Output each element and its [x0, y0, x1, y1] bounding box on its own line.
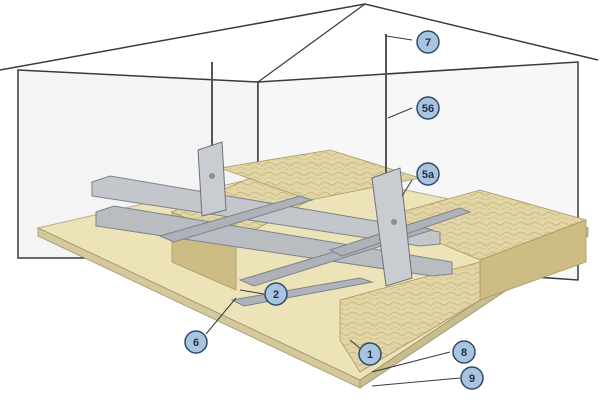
- callout-9: 9: [460, 366, 484, 390]
- roof-line: [0, 3, 599, 71]
- roof-ridge-line: [257, 3, 366, 83]
- callout-circle: [416, 96, 440, 120]
- leader-lines: [205, 35, 461, 387]
- callout-label: 8: [461, 347, 467, 359]
- callout-label: 1: [367, 349, 373, 361]
- leader-2: [239, 289, 265, 295]
- callout-56: 56: [416, 96, 440, 120]
- leader-56: [387, 107, 413, 119]
- bracket-bolt-left: [209, 173, 215, 179]
- callout-8: 8: [452, 340, 476, 364]
- leader-9: [371, 377, 461, 387]
- hanger-bracket-right: [371, 167, 413, 287]
- callout-circle: [264, 282, 288, 306]
- callout-label: 5a: [422, 169, 435, 181]
- leader-8: [371, 351, 451, 373]
- callout-label: 9: [469, 373, 475, 385]
- callout-badges: 7 56 5a 2 6 1 8 9: [184, 30, 484, 390]
- callout-label: 7: [425, 37, 431, 49]
- callout-5a: 5a: [416, 162, 440, 186]
- leader-5a: [401, 179, 413, 197]
- hangers: [197, 34, 413, 287]
- callout-circle: [416, 30, 440, 54]
- callout-label: 2: [273, 289, 279, 301]
- callout-circle: [184, 330, 208, 354]
- callout-circle: [452, 340, 476, 364]
- callout-6: 6: [184, 330, 208, 354]
- callout-circle: [460, 366, 484, 390]
- callout-circle: [416, 162, 440, 186]
- callout-label: 56: [422, 103, 434, 115]
- callout-2: 2: [264, 282, 288, 306]
- callout-label: 6: [193, 337, 199, 349]
- callout-7: 7: [416, 30, 440, 54]
- main-channel-lower: [95, 205, 453, 277]
- leader-7: [385, 35, 413, 41]
- leader-6: [205, 297, 237, 335]
- callout-1: 1: [358, 342, 382, 366]
- cross-channel-left: [158, 195, 314, 243]
- bracket-bolt-right: [391, 219, 397, 225]
- callout-circle: [358, 342, 382, 366]
